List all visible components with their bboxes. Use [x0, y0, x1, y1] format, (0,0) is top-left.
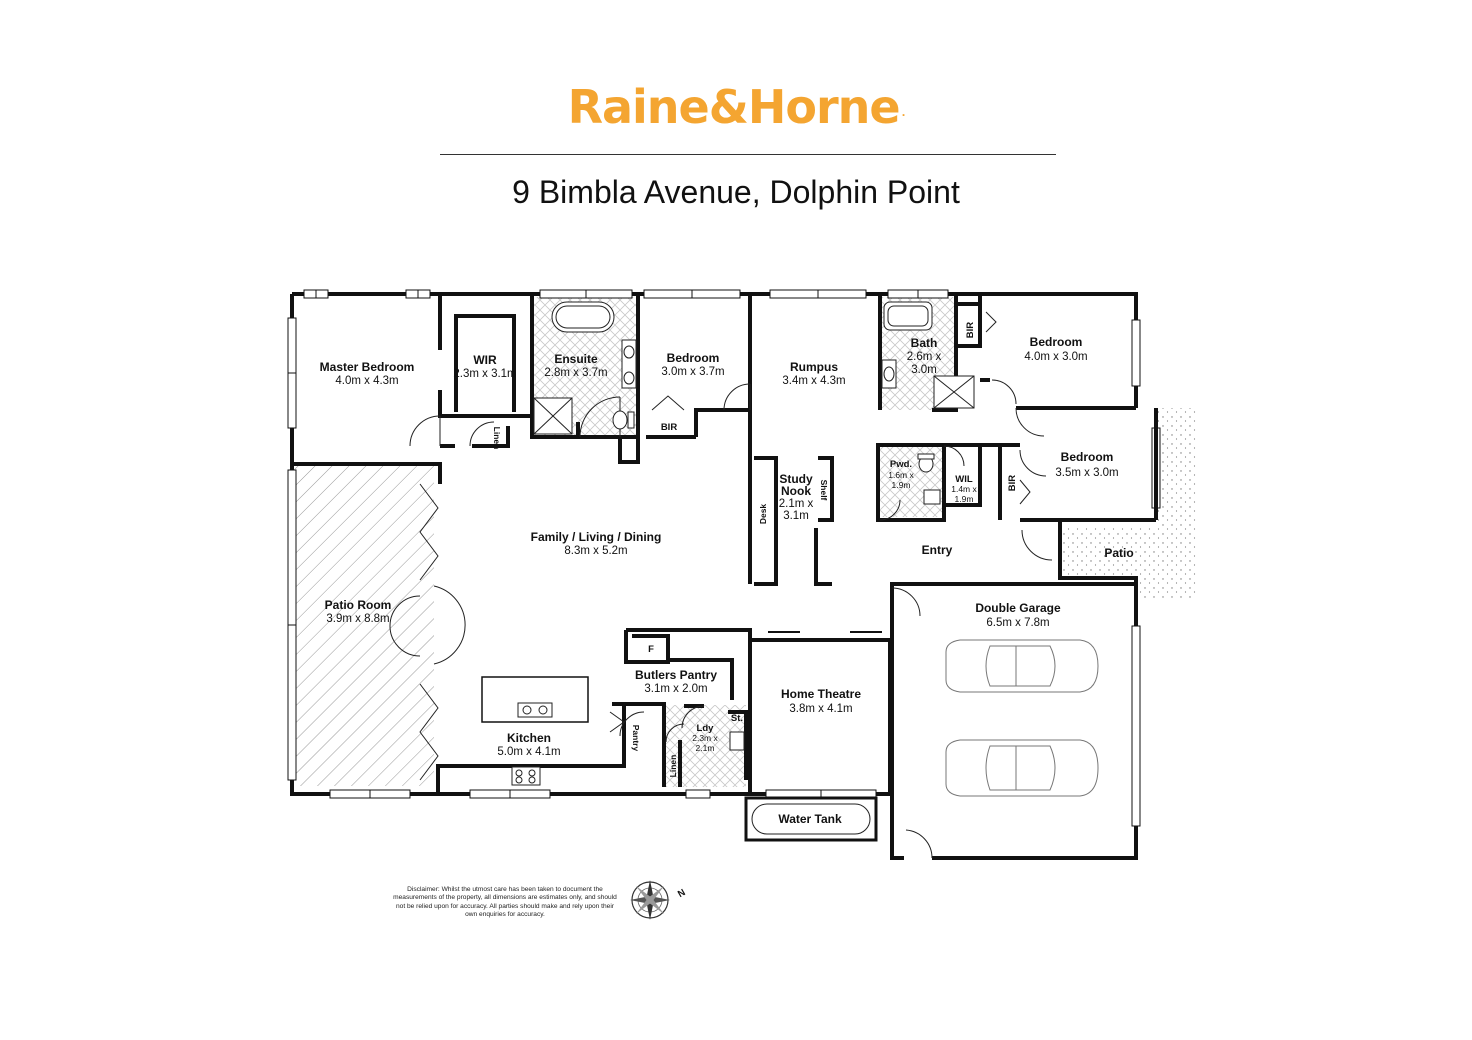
doors — [389, 311, 1053, 859]
water-tank-label: Water Tank — [778, 812, 842, 826]
bath-dim-1: 2.6m x — [907, 351, 942, 363]
ensuite-label: Ensuite — [554, 352, 598, 366]
fixtures — [481, 301, 975, 842]
fixture-labels: BIR BIR BIR Linen Linen Pantry Desk Shel… — [492, 322, 1018, 778]
butlers-pantry-label: Butlers Pantry — [635, 668, 717, 682]
kitchen-dim: 5.0m x 4.1m — [497, 746, 560, 758]
bir-label-1: BIR — [661, 422, 678, 433]
home-theatre-label: Home Theatre — [781, 687, 861, 701]
bir-label-2: BIR — [965, 322, 976, 339]
pwd-dim-1: 1.6m x — [888, 470, 914, 480]
garage-cars — [945, 639, 1099, 797]
master-bedroom-label: Master Bedroom — [320, 360, 415, 374]
room-labels: Master Bedroom 4.0m x 4.3m WIR 2.3m x 3.… — [320, 335, 1134, 826]
ensuite-toilet — [612, 410, 628, 430]
cooktop — [511, 766, 541, 786]
compass-icon: N — [630, 880, 688, 920]
bath-dim-2: 3.0m — [911, 364, 937, 376]
wir-label: WIR — [473, 353, 497, 367]
pwd-dim-2: 1.9m — [892, 480, 911, 490]
ldy-label: Ldy — [697, 723, 715, 734]
patio-label: Patio — [1104, 546, 1133, 560]
linen-label-1: Linen — [492, 427, 502, 450]
butlers-pantry-dim: 3.1m x 2.0m — [644, 683, 707, 695]
bedroom-4-dim: 3.5m x 3.0m — [1055, 467, 1118, 479]
study-label-1: Study — [779, 472, 813, 486]
wil-dim-1: 1.4m x — [951, 484, 977, 494]
brand-logo: Raine&Horne. — [0, 80, 1472, 134]
car-2 — [945, 739, 1099, 797]
family-label: Family / Living / Dining — [531, 530, 662, 544]
logo-text: Raine&Horne — [567, 80, 901, 134]
rumpus-dim: 3.4m x 4.3m — [782, 375, 845, 387]
interior-walls — [292, 294, 1158, 794]
study-dim-2: 3.1m — [783, 510, 809, 522]
bir-label-3: BIR — [1007, 475, 1018, 492]
linen-label-2: Linen — [668, 755, 678, 778]
study-label-2: Nook — [781, 484, 811, 498]
patio-dots — [1060, 408, 1196, 598]
header-divider — [440, 154, 1056, 155]
bedroom-2-dim: 3.0m x 3.7m — [661, 366, 724, 378]
wir-dim: 2.3m x 3.1m — [453, 368, 516, 380]
patio-room-label: Patio Room — [325, 598, 392, 612]
master-bedroom-dim: 4.0m x 4.3m — [335, 375, 398, 387]
fridge-label: F — [648, 644, 654, 655]
property-address: 9 Bimbla Avenue, Dolphin Point — [512, 174, 960, 210]
bedroom-2-label: Bedroom — [667, 351, 720, 365]
patio-room-dim: 3.9m x 8.8m — [326, 613, 389, 625]
desk-label: Desk — [758, 504, 768, 525]
wil-label: WIL — [955, 474, 973, 485]
bedroom-3-dim: 4.0m x 3.0m — [1024, 351, 1087, 363]
family-dim: 8.3m x 5.2m — [564, 545, 627, 557]
laundry-tub — [729, 731, 745, 751]
bath-label: Bath — [911, 336, 938, 350]
bedroom-3-label: Bedroom — [1030, 335, 1083, 349]
kitchen-label: Kitchen — [507, 731, 551, 745]
home-theatre-dim: 3.8m x 4.1m — [789, 703, 852, 715]
disclaimer-text: Disclaimer: Whilst the utmost care has b… — [393, 886, 617, 919]
ldy-dim-2: 2.1m — [696, 743, 715, 753]
car-1 — [945, 639, 1099, 693]
rumpus-label: Rumpus — [790, 360, 838, 374]
store-label: St. — [731, 713, 743, 724]
garage-label: Double Garage — [975, 601, 1061, 615]
compass-north: N — [676, 887, 688, 900]
study-dim-1: 2.1m x — [779, 498, 814, 510]
wil-dim-2: 1.9m — [955, 494, 974, 504]
logo-mark: . — [901, 108, 906, 119]
bedroom-4-label: Bedroom — [1061, 450, 1114, 464]
entry-label: Entry — [922, 543, 953, 557]
ldy-dim-1: 2.3m x — [692, 733, 718, 743]
shelf-label: Shelf — [819, 480, 829, 501]
patio-room-hatch — [294, 466, 434, 786]
ensuite-dim: 2.8m x 3.7m — [544, 367, 607, 379]
pwd-label: Pwd. — [890, 459, 912, 470]
pantry-label: Pantry — [631, 725, 641, 752]
garage-dim: 6.5m x 7.8m — [986, 617, 1049, 629]
